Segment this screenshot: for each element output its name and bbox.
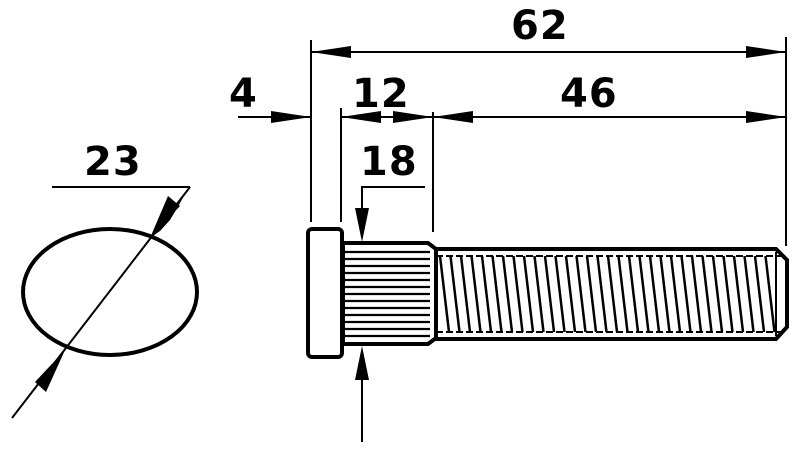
label-46: 46 bbox=[560, 71, 618, 117]
dim-18-arrow-bottom bbox=[355, 346, 369, 380]
dim-18-arrow-top bbox=[355, 208, 369, 242]
hole-outline bbox=[21, 227, 199, 357]
diameter-23-arrow-bottom bbox=[35, 350, 65, 392]
diameter-23-arrow-top bbox=[150, 196, 180, 238]
label-62: 62 bbox=[511, 3, 569, 49]
label-18: 18 bbox=[360, 139, 418, 185]
label-12: 12 bbox=[352, 71, 410, 117]
knurl-lines bbox=[345, 250, 430, 338]
hole-end-view bbox=[11, 186, 199, 419]
label-4: 4 bbox=[229, 71, 258, 117]
stud-side-view bbox=[306, 227, 789, 359]
thread-lines bbox=[438, 255, 776, 333]
dim-18-leader bbox=[361, 186, 425, 215]
stud-head bbox=[306, 227, 344, 359]
extension-lines bbox=[310, 37, 787, 246]
label-23: 23 bbox=[84, 139, 142, 185]
